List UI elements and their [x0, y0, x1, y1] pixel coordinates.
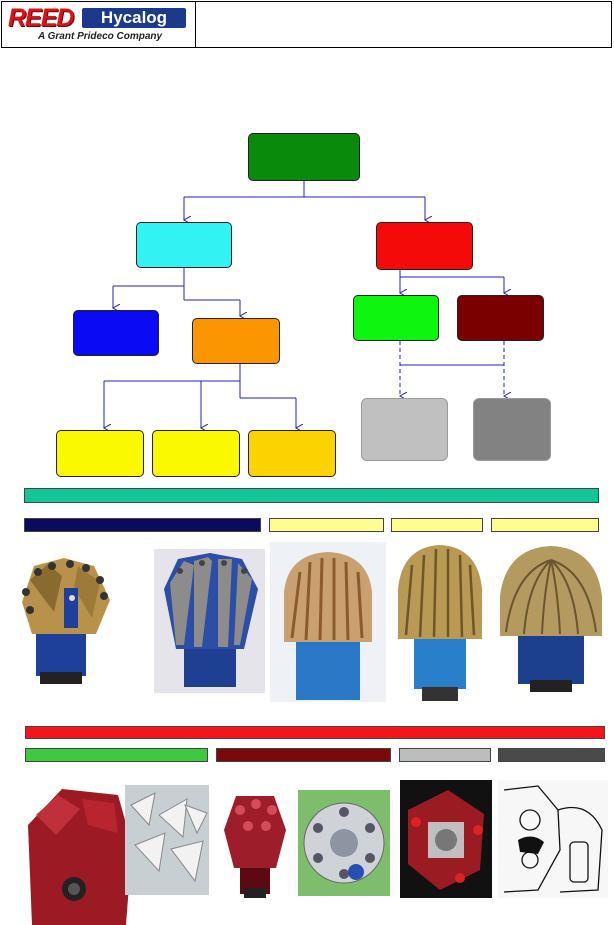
- bearing-cutaway-photo: [400, 780, 492, 898]
- fixed-cutter-node-box: [136, 222, 232, 268]
- bearing-cutaway-illustration: [408, 790, 484, 890]
- root-node-box: [248, 133, 360, 181]
- gray-light-node-box: [361, 398, 448, 461]
- bearing-drawing: [498, 780, 608, 898]
- diamond-node-box: [192, 318, 280, 364]
- pdc-bit-illustration-a: [22, 558, 110, 684]
- logo-tagline: A Grant Prideco Company: [38, 31, 163, 42]
- insert-bar: [216, 748, 391, 762]
- pdc-bit-photo: [8, 552, 122, 687]
- gray-light-bar: [399, 748, 491, 762]
- diamond-bit-illustration-b: [398, 545, 482, 701]
- header-divider: [195, 2, 196, 47]
- gray-dark-node-box: [473, 398, 551, 461]
- diamond-variant-c-box: [248, 430, 336, 477]
- diamond-bar-c: [491, 518, 599, 532]
- pdc-bit-illustration-b: [164, 553, 258, 687]
- pdc-bit-photo: [154, 549, 265, 693]
- roller-cone-band: [25, 726, 605, 739]
- pdc-bar: [24, 518, 261, 532]
- diamond-bit-photo: [270, 542, 386, 702]
- bearing-seal-illustration: [303, 802, 385, 884]
- logo-text-reed: REED: [8, 4, 74, 32]
- milled-tooth-bit-photo: [22, 785, 134, 925]
- tci-bit-illustration: [224, 796, 286, 898]
- diamond-bit-photo: [392, 541, 488, 703]
- bearing-cutaway-photo: [298, 790, 390, 896]
- diamond-bar-b: [391, 518, 483, 532]
- insert-node-box: [457, 295, 544, 341]
- bearing-line-drawing: [503, 785, 603, 893]
- diamond-variant-a-box: [56, 430, 144, 477]
- document-header: REED Hycalog A Grant Prideco Company: [1, 1, 612, 48]
- roller-cone-node-box: [376, 222, 473, 270]
- diamond-bit-photo: [494, 542, 608, 692]
- milled-tooth-bit-photo: [125, 785, 209, 895]
- pdc-node-box: [73, 310, 159, 356]
- diamond-variant-b-box: [152, 430, 240, 477]
- logo-text-hycalog: Hycalog: [82, 8, 186, 28]
- diamond-bit-illustration-a: [284, 552, 372, 700]
- milled-tooth-bar: [25, 748, 208, 762]
- milled-tooth-bit-illustration-a: [28, 789, 132, 925]
- fixed-cutter-band: [24, 488, 599, 503]
- metal-chips-illustration: [130, 792, 208, 883]
- reed-hycalog-logo: REED Hycalog A Grant Prideco Company: [8, 5, 188, 45]
- milled-tooth-node-box: [353, 295, 439, 341]
- diamond-bar-a: [269, 518, 384, 532]
- gray-dark-bar: [498, 748, 605, 762]
- tci-bit-photo: [220, 790, 290, 898]
- diamond-bit-illustration-c: [500, 546, 602, 692]
